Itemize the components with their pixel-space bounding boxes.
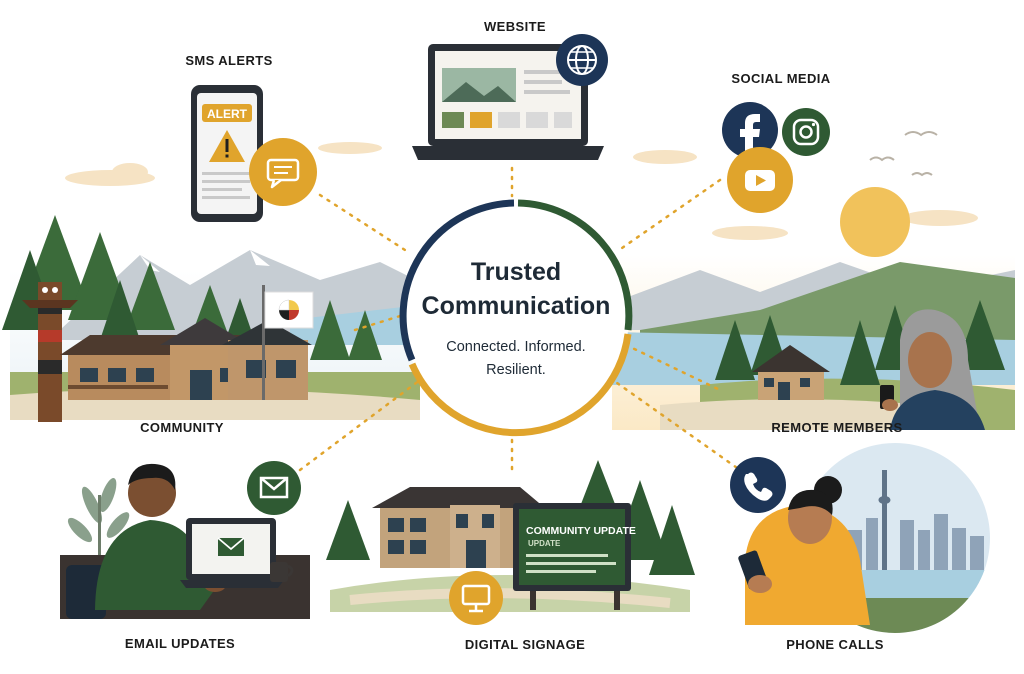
signage-board: COMMUNITY UPDATE UPDATE xyxy=(513,503,636,610)
sms-phone: ALERT xyxy=(191,85,263,222)
youtube-icon[interactable] xyxy=(727,147,793,213)
phone-handset-icon[interactable] xyxy=(730,457,786,513)
community-label: COMMUNITY xyxy=(140,420,224,435)
email-laptop xyxy=(180,518,284,588)
signage-scene: COMMUNITY UPDATE UPDATE xyxy=(326,460,695,612)
remote-members-scene xyxy=(612,187,1015,430)
elder-woman xyxy=(880,309,985,430)
cn-tower xyxy=(878,470,891,570)
birds xyxy=(869,131,938,177)
community-scene xyxy=(2,215,420,422)
hub-subtitle-line2: Resilient. xyxy=(486,362,546,378)
website-laptop xyxy=(412,44,604,160)
hub-ring xyxy=(399,199,633,437)
social-media-label: SOCIAL MEDIA xyxy=(731,71,831,86)
sms-alerts-label: SMS ALERTS xyxy=(185,53,273,68)
phone-calls-label: PHONE CALLS xyxy=(786,637,884,652)
totem-pole xyxy=(22,282,78,422)
community-building xyxy=(60,318,312,400)
email-scene xyxy=(60,463,310,619)
email-updates-label: EMAIL UPDATES xyxy=(124,636,236,651)
remote-members-label: REMOTE MEMBERS xyxy=(771,420,903,435)
medicine-wheel-icon xyxy=(278,299,299,320)
sign-headline: COMMUNITY UPDATE xyxy=(526,525,636,537)
connectors xyxy=(298,166,742,472)
envelope-icon[interactable] xyxy=(247,461,301,515)
young-woman xyxy=(738,476,870,625)
warning-icon xyxy=(209,130,245,162)
globe-icon[interactable] xyxy=(556,34,608,86)
clouds xyxy=(65,142,978,240)
chat-icon[interactable] xyxy=(249,138,317,206)
hub-subtitle-line1: Connected. Informed. xyxy=(446,339,586,355)
monitor-icon[interactable] xyxy=(449,571,503,625)
sign-subline: UPDATE xyxy=(528,539,561,548)
facebook-icon[interactable] xyxy=(722,102,778,158)
alert-label: ALERT xyxy=(207,107,248,121)
instagram-icon[interactable] xyxy=(782,108,830,156)
hub-title-line2: Communication xyxy=(421,292,611,320)
flag xyxy=(262,285,314,400)
website-label: WEBSITE xyxy=(483,19,547,34)
remote-house xyxy=(752,345,830,400)
hub: Trusted Communication Connected. Informe… xyxy=(398,198,634,434)
hub-title-line1: Trusted xyxy=(470,258,562,286)
digital-signage-label: DIGITAL SIGNAGE xyxy=(464,637,586,652)
